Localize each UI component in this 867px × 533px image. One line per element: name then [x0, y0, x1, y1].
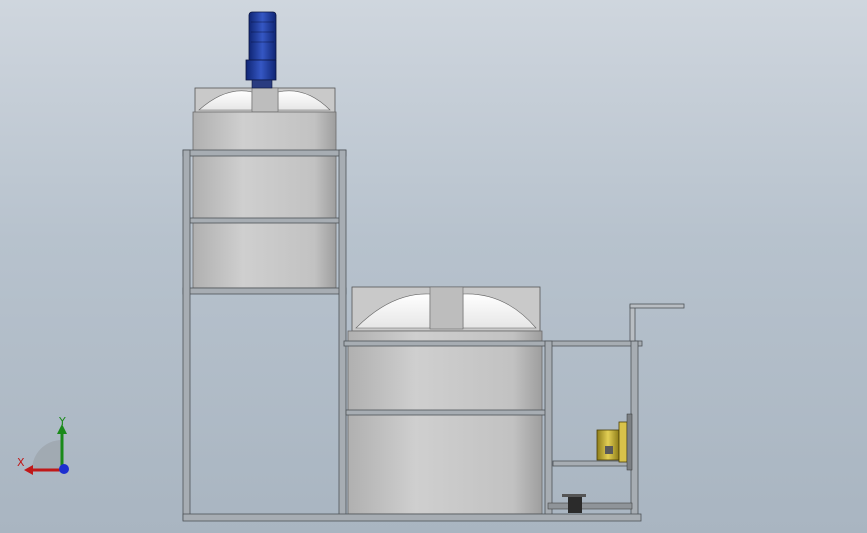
- right-frame[interactable]: [182, 340, 643, 522]
- right-tank[interactable]: [347, 286, 543, 515]
- y-axis-label: Y: [59, 415, 66, 428]
- left-tank[interactable]: [192, 87, 337, 289]
- dosing-pump[interactable]: [596, 413, 633, 471]
- x-axis-label: X: [17, 456, 25, 469]
- bottom-valve[interactable]: [547, 494, 633, 513]
- agitator-motor[interactable]: [245, 11, 277, 89]
- axis-triad-icon: [24, 424, 69, 475]
- outlet-pipe[interactable]: [629, 303, 685, 342]
